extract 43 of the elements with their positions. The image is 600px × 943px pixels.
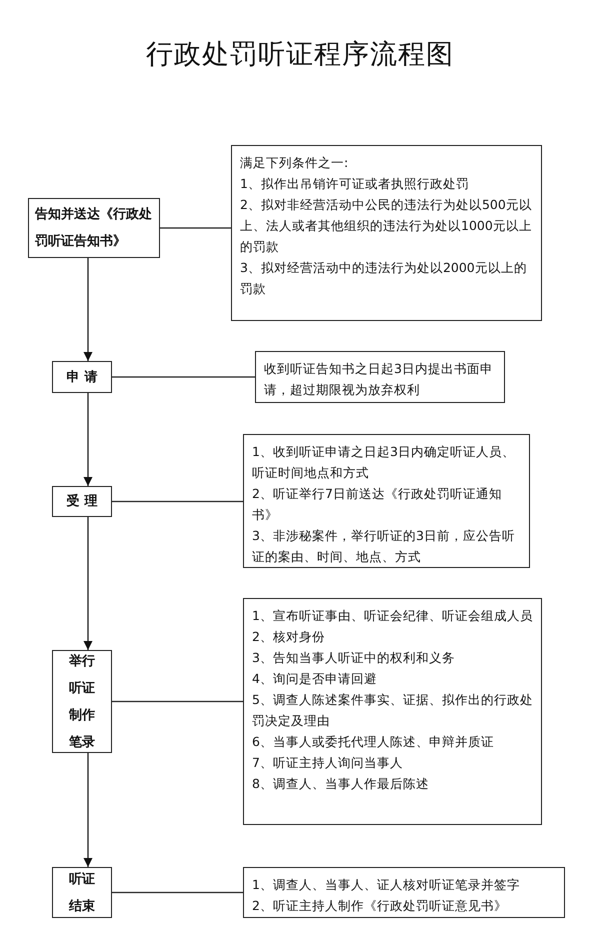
note-text: 3、告知当事人听证中的权利和义务 xyxy=(252,649,456,667)
note-text: 1、宣布听证事由、听证会纪律、听证会组成人员 xyxy=(252,607,534,625)
note-text: 2、听证主持人制作《行政处罚听证意见书》 xyxy=(252,897,508,915)
note-text: 7、听证主持人询问当事人 xyxy=(252,754,404,772)
connector-line xyxy=(112,700,243,702)
arrow xyxy=(83,753,93,867)
note-text: 2、拟对非经营活动中公民的违法行为处以500元以上、法人或者其他组织的违法行为处以1000元以上的罚款 xyxy=(240,196,533,256)
note-box xyxy=(243,867,565,918)
note-text: 1、拟作出吊销许可证或者执照行政处罚 xyxy=(240,175,470,193)
process-box xyxy=(52,486,112,517)
connector-line xyxy=(112,376,255,378)
note-box xyxy=(231,145,542,321)
step-label: 听证结束 xyxy=(69,870,95,916)
arrow xyxy=(83,258,93,361)
note-box xyxy=(243,598,542,825)
connector-line xyxy=(112,500,243,502)
note-text: 3、拟对经营活动中的违法行为处以2000元以上的罚款 xyxy=(240,259,528,298)
note-box xyxy=(255,351,505,403)
step-label: 受 理 xyxy=(66,492,98,511)
step-label: 告知并送达《行政处罚听证告知书》 xyxy=(35,206,153,251)
note-text: 满足下列条件之一: xyxy=(240,154,350,172)
note-text: 1、收到听证申请之日起3日内确定听证人员、听证时间地点和方式 xyxy=(252,443,516,482)
process-box xyxy=(52,650,112,753)
process-box xyxy=(52,361,112,393)
connector-line xyxy=(112,892,243,894)
note-text: 5、调查人陈述案件事实、证据、拟作出的行政处罚决定及理由 xyxy=(252,691,534,730)
title: 行政处罚听证程序流程图 xyxy=(145,38,455,72)
step-label: 申 请 xyxy=(66,368,98,386)
process-box xyxy=(52,867,112,918)
note-text: 2、核对身份 xyxy=(252,628,326,646)
note-text: 1、调查人、当事人、证人核对听证笔录并签字 xyxy=(252,876,521,894)
arrow xyxy=(83,517,93,650)
note-text: 3、非涉秘案件，举行听证的3日前，应公告听证的案由、时间、地点、方式 xyxy=(252,527,516,566)
note-text: 8、调查人、当事人作最后陈述 xyxy=(252,775,430,793)
note-text: 6、当事人或委托代理人陈述、申辩并质证 xyxy=(252,733,495,751)
note-text: 4、询问是否申请回避 xyxy=(252,670,378,688)
step-label: 举行听证制作笔录 xyxy=(69,652,95,752)
process-box xyxy=(28,198,160,258)
note-box xyxy=(243,434,530,568)
note-text: 2、听证举行7日前送达《行政处罚听证通知书》 xyxy=(252,485,503,524)
connector-line xyxy=(160,227,231,229)
arrow xyxy=(83,393,93,486)
note-text: 收到听证告知书之日起3日内提出书面申请，超过期限视为放弃权利 xyxy=(264,360,494,399)
